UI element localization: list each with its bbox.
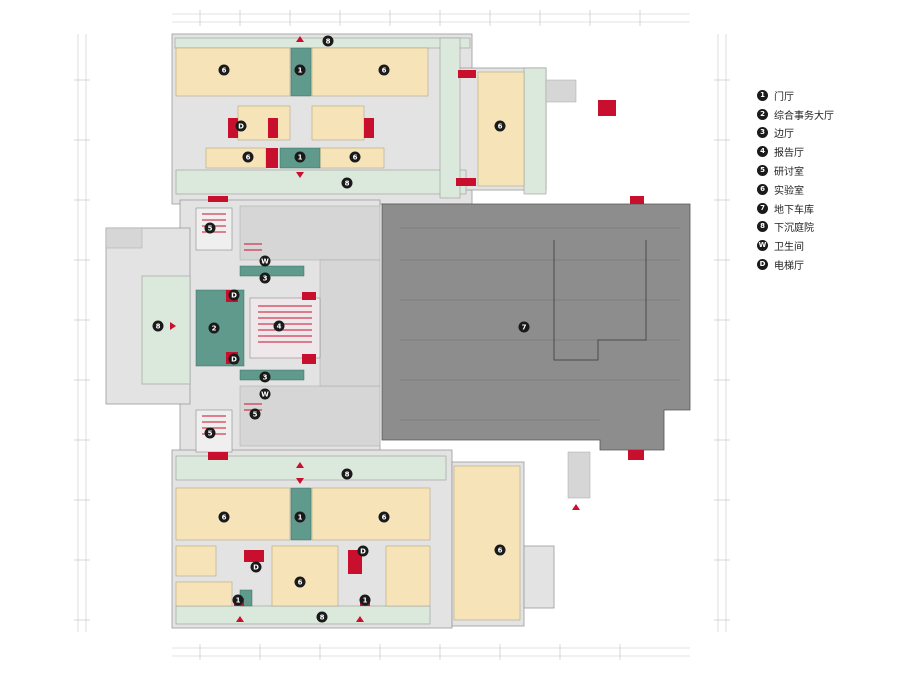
plan-marker: 5 (208, 430, 213, 438)
legend-label: 综合事务大厅 (774, 110, 834, 122)
plan-marker: 6 (298, 579, 303, 587)
courtyards (141, 37, 547, 625)
legend-item: 7 地下车库 (757, 199, 834, 218)
legend-item: W 卫生间 (757, 236, 834, 255)
legend-label: 门厅 (774, 91, 794, 103)
lecture-hall (249, 297, 321, 359)
plan-marker: 6 (498, 547, 503, 555)
legend-item: 1 门厅 (757, 86, 834, 105)
plan-marker: 8 (345, 471, 350, 479)
plan-marker: D (253, 564, 259, 572)
legend-item: D 电梯厅 (757, 255, 834, 274)
legend-badge: 3 (757, 127, 768, 139)
plan-marker: 1 (298, 514, 303, 522)
legend-badge: 4 (757, 146, 768, 158)
legend-label: 报告厅 (774, 148, 804, 160)
plan-marker: 6 (382, 67, 387, 75)
plan-marker: D (238, 123, 244, 131)
plan-markers: 8 6 1 6 6 D 6 1 6 8 5 W 3 D 2 4 D 3 W 5 … (152, 35, 530, 623)
plan-marker: 2 (212, 325, 217, 333)
plan-marker: 6 (498, 123, 503, 131)
plan-marker: 6 (382, 514, 387, 522)
plan-marker: 1 (298, 67, 303, 75)
plan-marker: W (261, 391, 269, 399)
plan-marker: 1 (236, 597, 241, 605)
plan-marker: 1 (298, 154, 303, 162)
legend: 1 门厅 2 综合事务大厅 3 边厅 4 报告厅 5 研讨室 6 实验室 7 地下车库 8 下沉… (757, 86, 834, 274)
legend-badge: W (757, 240, 768, 252)
plan-marker: D (231, 356, 237, 364)
plan-marker: 3 (263, 374, 268, 382)
plan-marker: 3 (263, 275, 268, 283)
plan-marker: 8 (345, 180, 350, 188)
legend-badge: D (757, 259, 768, 271)
legend-label: 电梯厅 (774, 261, 804, 273)
plan-marker: W (261, 258, 269, 266)
legend-item: 2 综合事务大厅 (757, 105, 834, 124)
garage (381, 203, 691, 451)
plan-marker: 6 (353, 154, 358, 162)
legend-item: 6 实验室 (757, 180, 834, 199)
plan-marker: 6 (246, 154, 251, 162)
legend-label: 卫生间 (774, 242, 804, 254)
dimension-ticks (74, 10, 730, 660)
legend-label: 研讨室 (774, 167, 804, 179)
plan-marker: 8 (320, 614, 325, 622)
plan-marker: 7 (522, 324, 527, 332)
legend-badge: 6 (757, 183, 768, 195)
plan-marker: 5 (208, 225, 213, 233)
dimension-lines (77, 13, 727, 657)
plan-marker: 6 (222, 514, 227, 522)
legend-item: 5 研讨室 (757, 161, 834, 180)
plan-marker: 8 (156, 323, 161, 331)
legend-label: 地下车库 (774, 204, 814, 216)
legend-item: 3 边厅 (757, 124, 834, 143)
legend-label: 下沉庭院 (774, 223, 814, 235)
labs (175, 47, 525, 621)
plan-marker: 8 (326, 38, 331, 46)
legend-badge: 1 (757, 89, 768, 101)
legend-item: 8 下沉庭院 (757, 218, 834, 237)
legend-label: 边厅 (774, 129, 794, 141)
plan-marker: 6 (222, 67, 227, 75)
plan-marker: D (360, 548, 366, 556)
plan-marker: 1 (363, 597, 368, 605)
legend-label: 实验室 (774, 185, 804, 197)
legend-badge: 8 (757, 221, 768, 233)
plan-marker: 4 (277, 323, 282, 331)
plan-marker: 5 (253, 411, 258, 419)
legend-badge: 2 (757, 108, 768, 120)
legend-badge: 7 (757, 202, 768, 214)
plan-marker: D (231, 292, 237, 300)
entrance-arrows (170, 36, 608, 622)
legend-badge: 5 (757, 165, 768, 177)
legend-item: 4 报告厅 (757, 142, 834, 161)
